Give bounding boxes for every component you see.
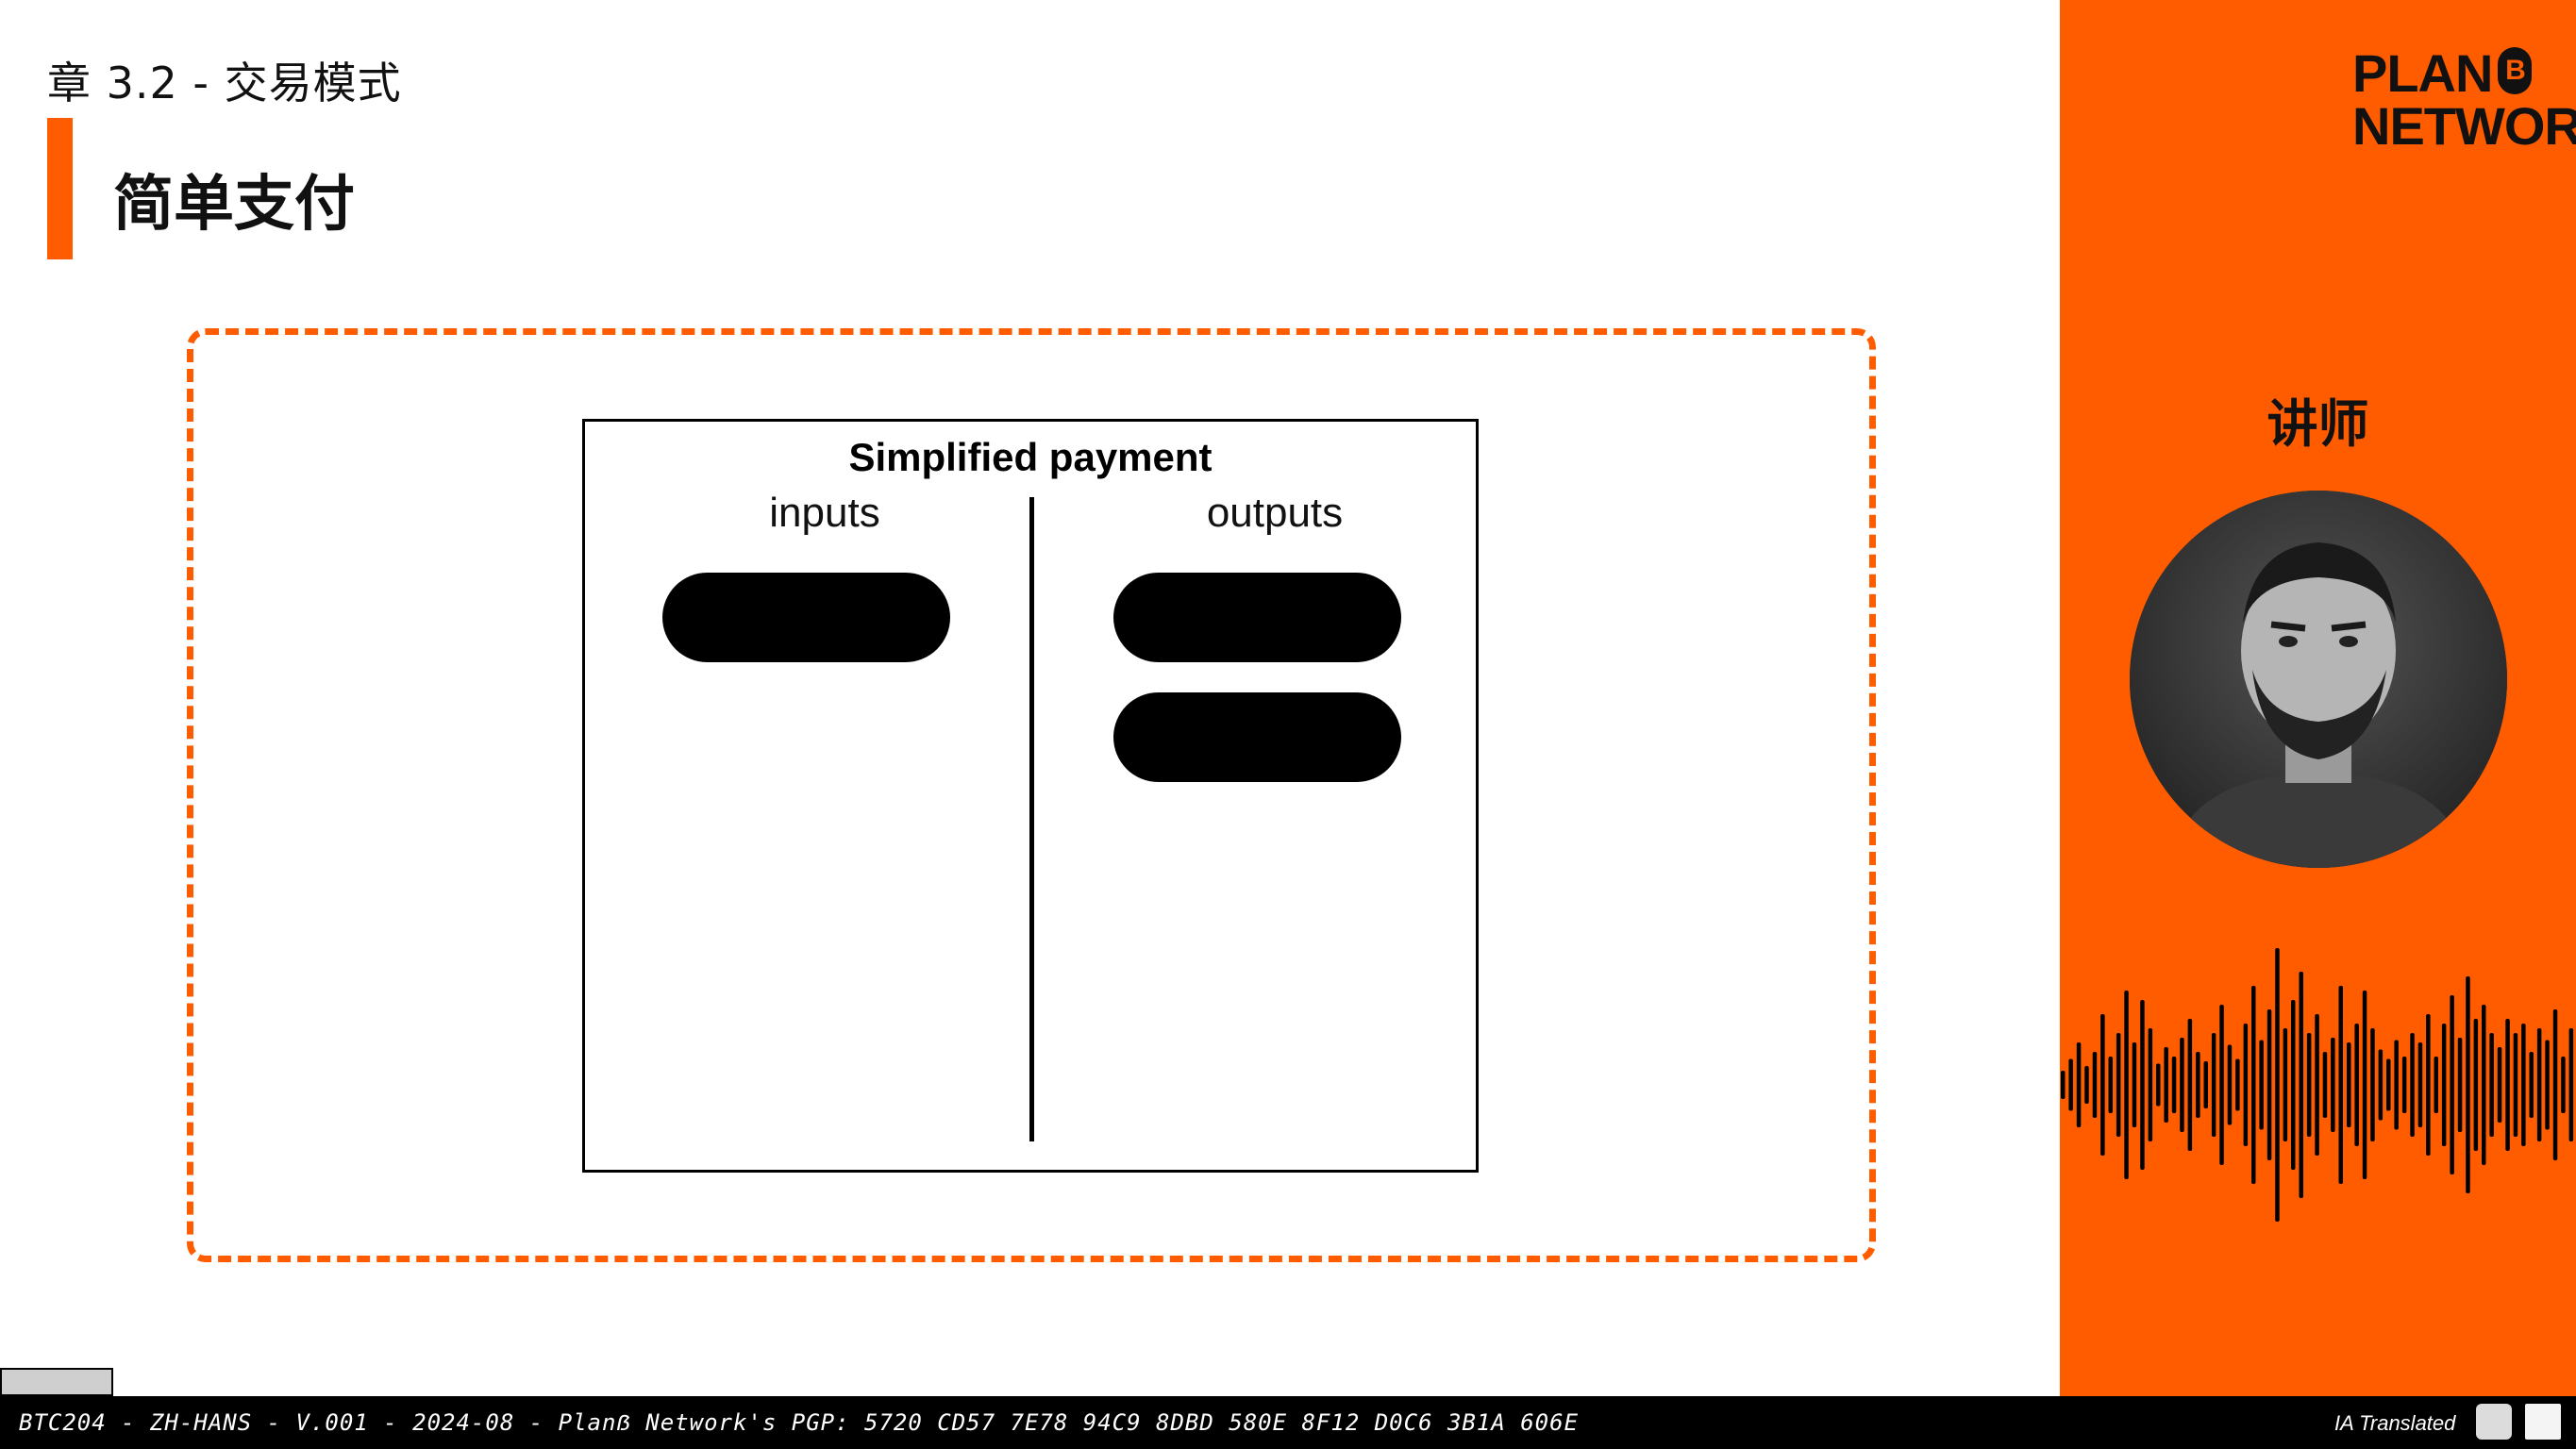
waveform-bar (2529, 1052, 2534, 1118)
waveform-bar (2235, 1058, 2240, 1111)
speaker-label: 讲师 (2267, 394, 2369, 454)
waveform-bar (2259, 1040, 2264, 1130)
diagram-frame (187, 328, 1876, 1262)
waveform-bar (2545, 1040, 2550, 1130)
column-divider (1029, 497, 1034, 1141)
chapter-heading: 章 3.2 - 交易模式 (47, 58, 402, 108)
waveform-bar (2219, 1005, 2224, 1165)
waveform-bar (2124, 991, 2129, 1179)
waveform-bar (2482, 1005, 2486, 1165)
waveform-bar (2441, 1024, 2447, 1146)
waveform-bar (2227, 1044, 2233, 1125)
waveform-bar (2561, 1057, 2566, 1113)
waveform-bar (2211, 1033, 2216, 1137)
waveform-bar (2148, 1028, 2153, 1141)
title-accent-bar (47, 118, 73, 259)
logo-text-plan: PLAN (2352, 43, 2493, 103)
output-pill (1113, 573, 1401, 662)
waveform-bar (2061, 1071, 2066, 1099)
waveform-bar (2171, 1057, 2177, 1113)
waveform-bar (2108, 1057, 2113, 1113)
waveform-bar (2505, 1019, 2510, 1151)
output-pill (1113, 692, 1401, 782)
waveform-bar (2076, 1042, 2082, 1127)
waveform-bar (2410, 1033, 2415, 1137)
waveform-bar (2394, 1040, 2399, 1130)
input-pill (662, 573, 950, 662)
waveform-bar (2362, 991, 2367, 1179)
waveform-bar (2466, 976, 2470, 1193)
inputs-label: inputs (769, 490, 880, 536)
waveform-bar (2196, 1052, 2200, 1118)
outputs-label: outputs (1206, 490, 1344, 536)
speaker-avatar (2130, 491, 2507, 868)
waveform-bar (2132, 1042, 2137, 1127)
waveform-bar (2156, 1063, 2161, 1107)
waveform-bar (2417, 1042, 2423, 1127)
waveform-bar (2291, 1000, 2296, 1170)
waveform-bar (2521, 1024, 2526, 1146)
waveform-bar (2434, 1057, 2438, 1113)
waveform-bar (2338, 986, 2343, 1184)
waveform-bar (2068, 1058, 2073, 1111)
waveform-bar (2251, 986, 2256, 1184)
waveform-bar (2084, 1066, 2089, 1104)
waveform-bar (2140, 1000, 2145, 1170)
waveform-bar (2331, 1038, 2335, 1132)
waveform-bar (2315, 1014, 2319, 1156)
waveform-bar (2322, 1052, 2328, 1118)
waveform-bar (2203, 1061, 2208, 1108)
waveform-bar (2497, 1047, 2502, 1123)
waveform-bar (2370, 1028, 2375, 1141)
waveform-bar (2450, 995, 2454, 1174)
footer-info: BTC204 - ZH-HANS - V.001 - 2024-08 - Pla… (19, 1409, 1580, 1436)
audio-waveform (2061, 948, 2574, 1222)
waveform-bar (2347, 1042, 2351, 1127)
waveform-bar (2552, 1009, 2558, 1160)
waveform-bar (2267, 1009, 2272, 1160)
cc-by-sa-license-icon (0, 1368, 113, 1396)
waveform-bar (2092, 1052, 2098, 1118)
waveform-bar (2299, 972, 2303, 1198)
waveform-bar (2457, 1038, 2463, 1132)
ia-translated-label: IA Translated (2334, 1411, 2456, 1435)
waveform-bar (2489, 1033, 2494, 1137)
waveform-bar (2536, 1028, 2542, 1141)
waveform-bar (2401, 1057, 2407, 1113)
transaction-diagram: Simplified payment inputs outputs (582, 419, 1479, 1173)
waveform-bar (2386, 1058, 2391, 1111)
waveform-bar (2426, 1014, 2431, 1156)
waveform-bar (2513, 1033, 2518, 1137)
document-icon (2525, 1404, 2561, 1440)
waveform-bar (2243, 1024, 2249, 1146)
speaker-portrait-image (2130, 491, 2507, 868)
waveform-bar (2164, 1047, 2168, 1123)
waveform-bar (2275, 948, 2280, 1222)
bitcoin-b-icon: B (2498, 47, 2533, 94)
waveform-bar (2283, 1028, 2288, 1141)
waveform-bar (2306, 1033, 2312, 1137)
logo-text-network: NETWORK (2352, 96, 2576, 156)
diagram-title: Simplified payment (848, 435, 1213, 479)
waveform-bar (2116, 1033, 2121, 1137)
waveform-bar (2187, 1019, 2193, 1151)
waveform-bar (2473, 1019, 2479, 1151)
waveform-bar (2378, 1049, 2384, 1121)
footer-bar: BTC204 - ZH-HANS - V.001 - 2024-08 - Pla… (0, 1396, 2576, 1449)
waveform-bar (2568, 1028, 2574, 1141)
ai-logo-icon (2476, 1404, 2512, 1440)
waveform-bar (2354, 1024, 2359, 1146)
waveform-bar (2180, 1038, 2184, 1132)
slide-title: 简单支付 (113, 170, 355, 240)
waveform-bar (2100, 1014, 2105, 1156)
